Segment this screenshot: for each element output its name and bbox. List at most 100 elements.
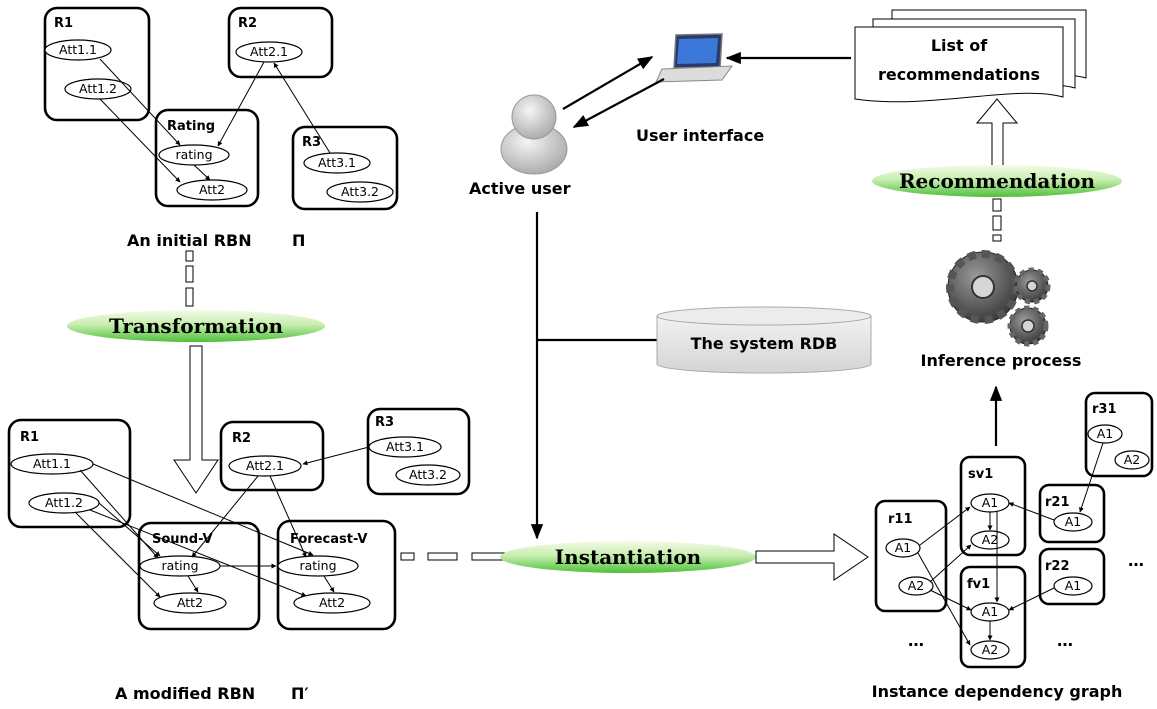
r3-title: R3 [302,135,321,150]
dash-segment [427,552,458,561]
ellipsis-1: … [908,631,924,650]
att1-1-ellipse [44,39,112,61]
db-label: The system RDB [691,334,838,353]
inference-label: Inference process [921,351,1082,370]
rating-label: rating [175,147,212,162]
r31-title: r31 [1092,402,1117,417]
att3-1-ellipse [303,152,371,174]
database-icon [656,306,872,374]
active-user-label: Active user [469,179,571,198]
rating-title: Rating [167,119,215,134]
m-att2-1-ellipse [228,455,302,477]
laptop-icon [655,33,734,83]
m-att1-2-label: Att1.2 [45,495,83,510]
transformation-arrow [173,345,219,494]
dep-arrow [1008,587,1055,611]
fv1-title: fv1 [967,577,990,592]
m-r3-title: R3 [375,415,394,430]
m-r2-title: R2 [232,431,251,446]
att2-ellipse [176,179,248,201]
r31-a2-ellipse [1114,450,1150,470]
transformation-pill [67,310,325,342]
dash-segment [185,250,194,262]
forecast-att2-ellipse [293,592,371,614]
ellipsis-3: … [1128,551,1144,570]
att1-2-label: Att1.2 [79,81,117,96]
sv1-title: sv1 [968,467,993,482]
dash-segment [400,552,415,561]
dep-arrow [273,62,331,154]
m-att3-2-label: Att3.2 [409,467,447,482]
instance-graph: r11 A1 A2 sv1 A1 A2 fv1 A1 A2 r21 A1 r22… [872,391,1154,701]
ui-to-user-arrow [572,78,665,128]
dep-arrow [74,511,161,598]
dep-arrow [89,509,307,597]
list-line1: List of [931,36,988,55]
instance-graph-caption: Instance dependency graph [872,682,1123,701]
r11-a2-label: A2 [908,578,925,593]
dep-arrow [929,589,972,611]
dash-segment [185,287,194,307]
instantiation-pill [500,541,756,573]
dash-segment [992,198,1002,212]
dep-arrow [187,575,199,593]
transformation-label: Transformation [109,314,284,338]
att2-1-ellipse [235,41,303,63]
r22-title: r22 [1045,559,1070,574]
att3-2-label: Att3.2 [341,184,379,199]
transformation-flow: Transformation [67,250,325,494]
dep-arrow [919,506,971,546]
fv1-a2-label: A2 [982,642,999,657]
r22-a1-ellipse [1053,576,1093,596]
modified-rbn: R1 Att1.1 Att1.2 R2 Att2.1 R3 Att3.1 Att… [7,407,471,703]
r31-a1-ellipse [1087,424,1123,444]
user-to-ui-arrow [562,56,654,110]
forecast-rating-ellipse [277,555,359,577]
dep-arrow [217,61,265,147]
dep-arrow [98,502,161,557]
dep-arrow [302,446,370,466]
r11-a1-ellipse [885,538,921,558]
dep-arrow [99,98,181,183]
list-line2: recommendations [878,65,1040,84]
att1-1-label: Att1.1 [59,42,97,57]
instantiation-arrow [755,533,869,581]
initial-rbn-caption: An initial RBN [127,231,252,250]
m-att3-2-ellipse [395,464,461,486]
dep-arrow [323,575,335,593]
m-att1-1-label: Att1.1 [33,456,71,471]
m-r1-title: R1 [20,430,39,445]
user-interface-label: User interface [636,126,764,145]
initial-rbn: R1 Att1.1 Att1.2 R2 Att2.1 Rating rating… [43,6,399,250]
dep-arrow [929,544,972,583]
att3-2-ellipse [326,181,394,203]
att3-1-label: Att3.1 [318,155,356,170]
recommendation-label: Recommendation [899,169,1096,193]
modified-rbn-symbol: Π′ [291,684,309,703]
dep-arrow [92,463,314,556]
gears-icon [946,250,1051,347]
r2-title: R2 [238,16,257,31]
instantiation-label: Instantiation [555,545,702,569]
dep-arrow [191,475,259,558]
r21-title: r21 [1045,495,1070,510]
sv1-a2-label: A2 [982,532,999,547]
r21-a1-ellipse [1053,512,1093,532]
forecast-v-title: Forecast-V [290,532,367,547]
recommendation-up-arrow [975,98,1019,168]
m-att3-1-label: Att3.1 [386,439,424,454]
r31-a2-label: A2 [1124,452,1141,467]
r11-title: r11 [888,512,913,527]
sound-att2-label: Att2 [177,595,203,610]
fv1-a2-ellipse [970,640,1010,660]
dep-arrow [269,475,307,558]
dep-arrow [917,552,971,646]
r31-a1-label: A1 [1097,426,1114,441]
sound-v-title: Sound-V [152,532,213,547]
recommendation-list-doc [854,9,1087,103]
att2-label: Att2 [199,182,225,197]
instantiation-connector [400,552,509,561]
dash-segment [992,234,1002,242]
dash-segment [185,265,194,283]
initial-rbn-symbol: Π [292,231,305,250]
